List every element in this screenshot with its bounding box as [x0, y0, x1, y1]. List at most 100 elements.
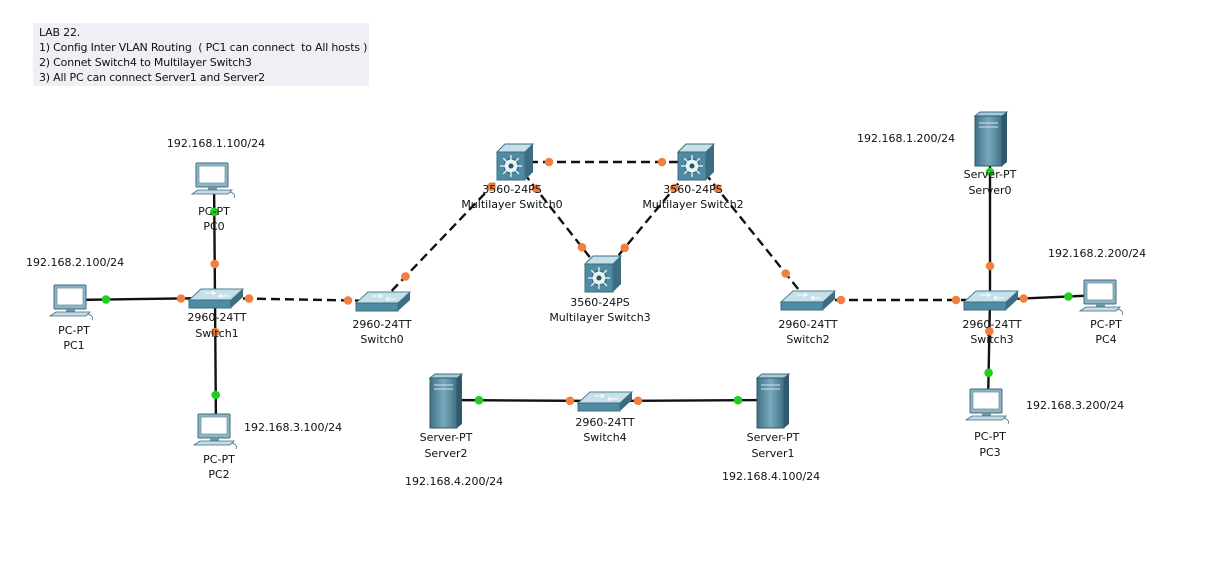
- device-name-label: PC2: [208, 468, 229, 481]
- port-indicator-mls0-blocking: [531, 184, 541, 193]
- lab-note-line: 3) All PC can connect Server1 and Server…: [39, 71, 265, 84]
- device-model-label: 3560-24PS: [663, 183, 723, 196]
- device-name-label: Server1: [751, 447, 794, 460]
- device-model-label: PC-PT: [58, 324, 90, 337]
- device-name-label: Multilayer Switch2: [642, 198, 743, 211]
- port-indicator-switch2-blocking: [781, 269, 790, 278]
- device-model-label: Server-PT: [420, 431, 473, 444]
- port-indicator-switch0-blocking: [343, 296, 353, 305]
- port-indicator-mls2-blocking: [713, 184, 722, 193]
- device-model-label: PC-PT: [974, 430, 1006, 443]
- switch-switch2-icon[interactable]: [779, 290, 837, 311]
- port-indicator-switch0-blocking: [401, 272, 410, 281]
- device-model-label: 2960-24TT: [962, 318, 1021, 331]
- link-mls2-mls3[interactable]: [602, 161, 697, 275]
- device-model-label: Server-PT: [964, 168, 1017, 181]
- device-name-label: PC0: [203, 220, 224, 233]
- ip-address-label: 192.168.1.200/24: [857, 132, 955, 145]
- device-model-label: 3560-24PS: [570, 296, 630, 309]
- port-indicator-mls3-blocking: [620, 243, 629, 253]
- device-name-label: PC1: [63, 339, 84, 352]
- link-server2-switch4[interactable]: [444, 398, 605, 403]
- port-indicator-pc3-up: [984, 368, 993, 378]
- port-indicator-switch3-blocking: [985, 261, 995, 271]
- port-indicator-switch4-blocking: [633, 396, 643, 406]
- server-server0-icon[interactable]: [973, 111, 1009, 167]
- port-indicator-pc1-up: [101, 295, 111, 304]
- device-name-label: Multilayer Switch3: [549, 311, 650, 324]
- device-model-label: 2960-24TT: [352, 318, 411, 331]
- ip-address-label: 192.168.4.200/24: [405, 475, 503, 488]
- port-indicator-pc4-up: [1064, 292, 1073, 301]
- device-name-label: Switch1: [195, 327, 238, 340]
- mls-mls2-icon[interactable]: [676, 143, 716, 181]
- ip-address-label: 192.168.4.100/24: [722, 470, 820, 483]
- lab-note[interactable]: LAB 22. 1) Config Inter VLAN Routing ( PC…: [33, 23, 369, 86]
- switch-switch1-icon[interactable]: [187, 288, 245, 309]
- link-server1-switch4[interactable]: [603, 398, 773, 403]
- pc-pc3-icon[interactable]: [964, 388, 1009, 425]
- port-indicator-switch3-blocking: [985, 326, 994, 336]
- port-indicator-switch3-blocking: [1019, 294, 1028, 303]
- device-name-label: Switch4: [583, 431, 626, 444]
- port-indicator-pc0-up: [210, 207, 219, 217]
- port-indicator-server1-up: [733, 395, 743, 405]
- switch-switch4-icon[interactable]: [576, 391, 634, 412]
- device-name-label: Multilayer Switch0: [461, 198, 562, 211]
- port-indicator-pc2-up: [211, 390, 220, 400]
- device-model-label: PC-PT: [203, 453, 235, 466]
- port-indicator-switch3-blocking: [951, 295, 961, 305]
- pc-pc1-icon[interactable]: [48, 284, 93, 321]
- link-mls2-switch2[interactable]: [695, 161, 808, 301]
- switch-switch0-icon[interactable]: [354, 291, 412, 312]
- port-indicator-mls2-blocking: [657, 157, 667, 167]
- lab-note-line: 1) Config Inter VLAN Routing ( PC1 can c…: [39, 41, 368, 54]
- device-model-label: PC-PT: [1090, 318, 1122, 331]
- port-indicator-server2-up: [474, 395, 484, 405]
- port-indicator-switch1-blocking: [176, 294, 186, 303]
- port-indicator-mls3-blocking: [577, 243, 587, 252]
- lab-note-line: 2) Connet Switch4 to Multilayer Switch3: [39, 56, 252, 69]
- ip-address-label: 192.168.2.200/24: [1048, 247, 1146, 260]
- device-name-label: Server0: [968, 184, 1011, 197]
- lab-note-line: LAB 22.: [39, 26, 81, 39]
- pc-pc0-icon[interactable]: [190, 162, 235, 199]
- link-pc2-switch1[interactable]: [213, 297, 218, 430]
- ip-address-label: 192.168.2.100/24: [26, 256, 124, 269]
- port-indicator-switch1-blocking: [211, 327, 220, 337]
- ip-address-label: 192.168.3.100/24: [244, 421, 342, 434]
- device-model-label: 2960-24TT: [778, 318, 837, 331]
- mls-mls3-icon[interactable]: [583, 255, 623, 293]
- device-model-label: PC-PT: [198, 205, 230, 218]
- port-indicator-switch4-blocking: [565, 396, 575, 406]
- server-server1-icon[interactable]: [755, 373, 791, 429]
- device-name-label: Switch2: [786, 333, 829, 346]
- port-indicator-mls0-blocking: [487, 182, 496, 191]
- device-name-label: Server2: [424, 447, 467, 460]
- switch-switch3-icon[interactable]: [962, 290, 1020, 311]
- ip-address-label: 192.168.3.200/24: [1026, 399, 1124, 412]
- device-model-label: 2960-24TT: [187, 311, 246, 324]
- port-indicator-switch1-blocking: [244, 294, 254, 303]
- pc-pc4-icon[interactable]: [1078, 279, 1123, 316]
- device-name-label: Switch0: [360, 333, 403, 346]
- port-indicator-mls0-blocking: [544, 157, 554, 167]
- server-server2-icon[interactable]: [428, 373, 464, 429]
- pc-pc2-icon[interactable]: [192, 413, 237, 450]
- mls-mls0-icon[interactable]: [495, 143, 535, 181]
- device-name-label: Switch3: [970, 333, 1013, 346]
- link-pc0-switch1[interactable]: [212, 177, 217, 299]
- port-indicator-switch2-blocking: [836, 295, 846, 305]
- ip-address-label: 192.168.1.100/24: [167, 137, 265, 150]
- port-indicator-server0-up: [985, 167, 995, 177]
- device-name-label: PC3: [979, 446, 1000, 459]
- device-model-label: 2960-24TT: [575, 416, 634, 429]
- link-mls0-mls3[interactable]: [514, 161, 604, 275]
- link-pc3-switch3[interactable]: [986, 299, 992, 405]
- device-model-label: 3560-24PS: [482, 183, 542, 196]
- port-indicator-switch1-blocking: [210, 259, 219, 269]
- device-model-label: Server-PT: [747, 431, 800, 444]
- port-indicator-mls2-blocking: [670, 183, 679, 193]
